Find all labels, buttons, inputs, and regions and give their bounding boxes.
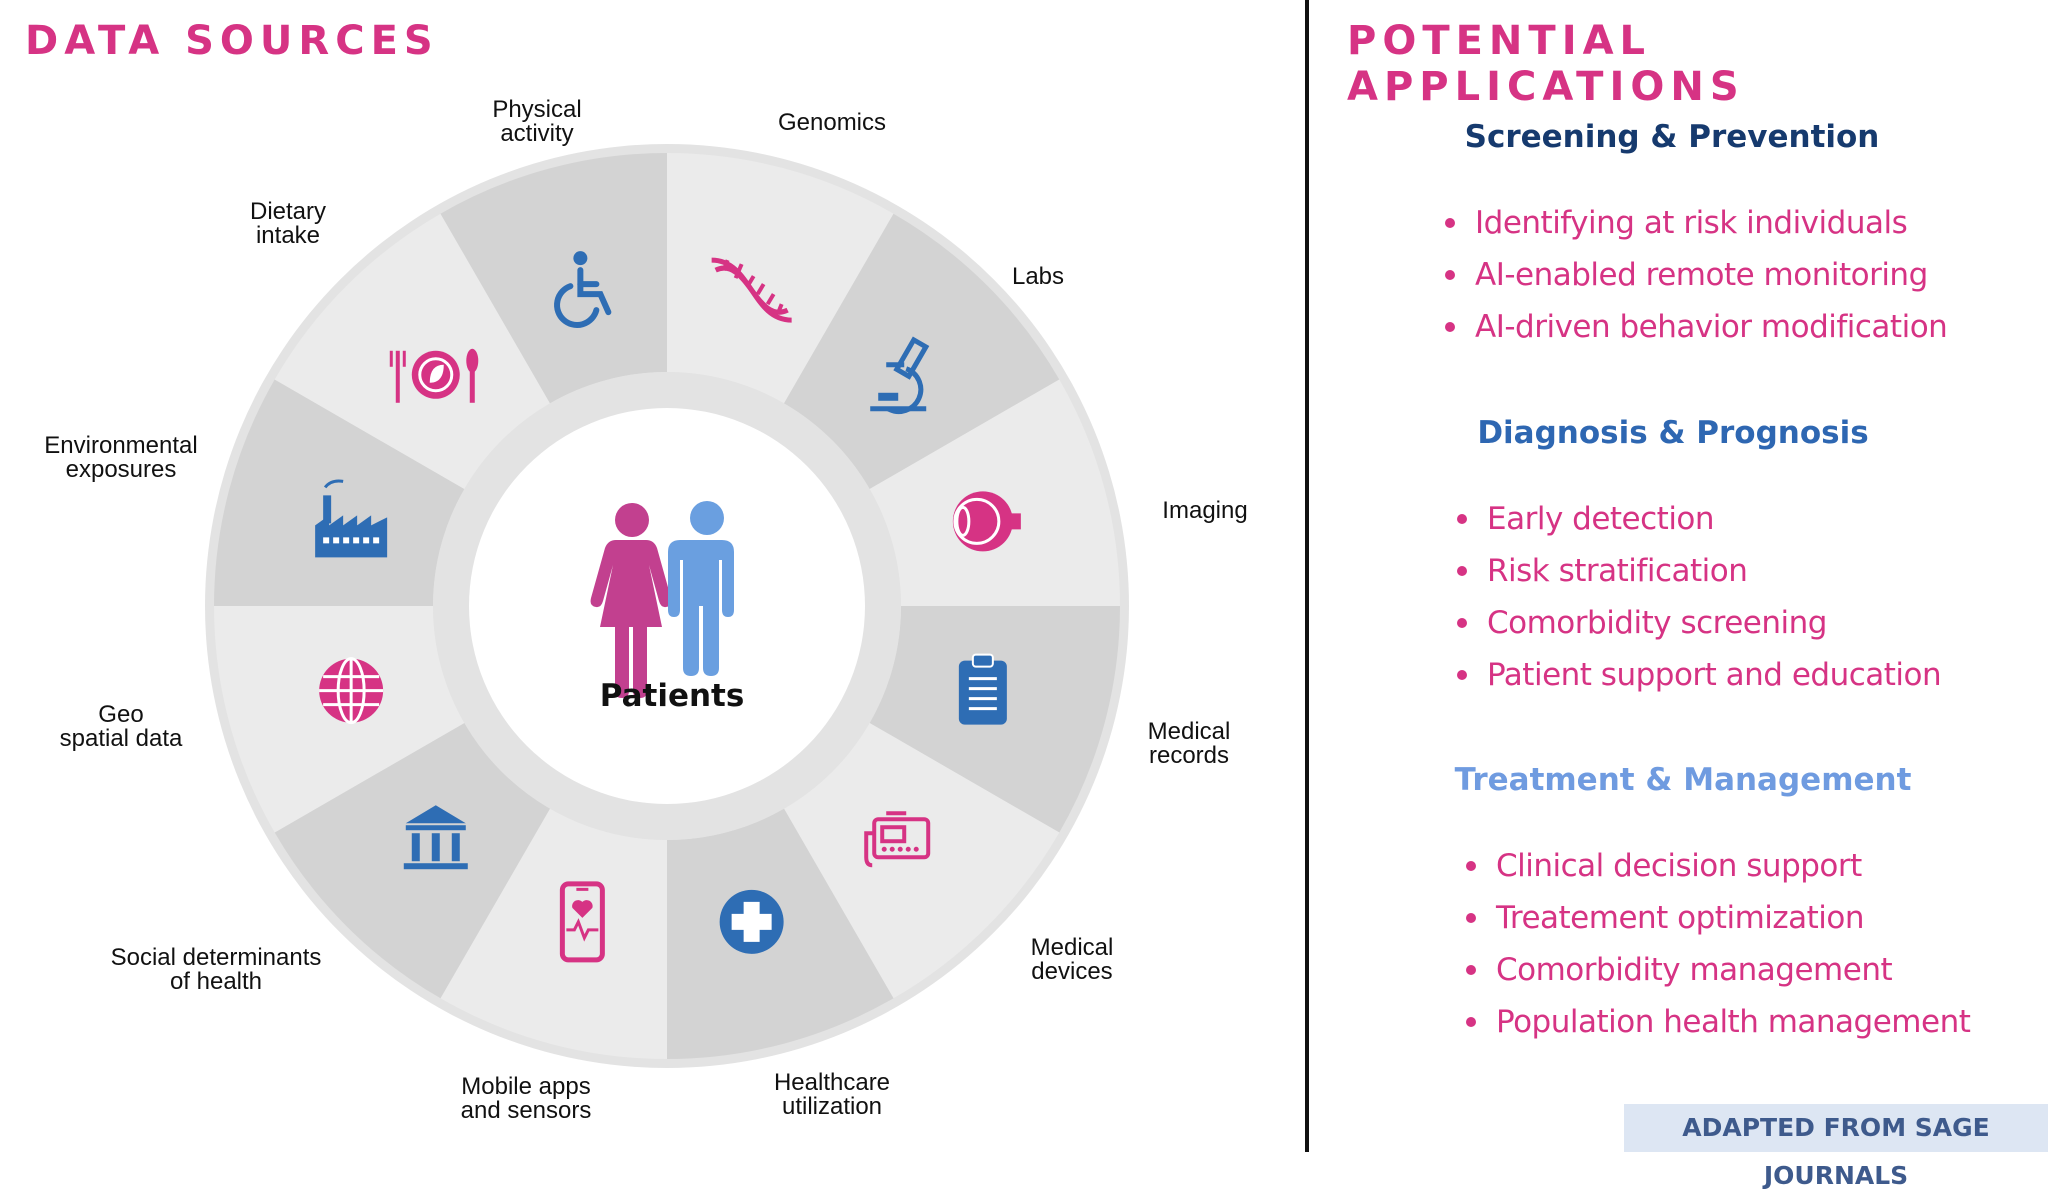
list-item-text: Identifying at risk individuals	[1475, 205, 1908, 241]
microscope-icon	[870, 336, 930, 414]
patients-icon	[590, 501, 734, 698]
list-item-text: Early detection	[1487, 501, 1715, 537]
eye-icon	[952, 491, 1021, 552]
list-item: Comorbidity screening	[1455, 597, 1941, 649]
list-item-text: Population health management	[1496, 1004, 1971, 1040]
list-item: Early detection	[1455, 493, 1941, 545]
source-label: Genomics	[777, 109, 887, 136]
list-item: Risk stratification	[1455, 545, 1941, 597]
list-item: Identifying at risk individuals	[1443, 197, 1947, 249]
data-sources-title: DATA SOURCES	[25, 18, 439, 64]
list-item-text: Comorbidity management	[1496, 952, 1893, 988]
potential-applications-title: POTENTIAL APPLICATIONS	[1347, 18, 1745, 110]
segment-7	[440, 808, 667, 1059]
list-item-text: AI-enabled remote monitoring	[1475, 257, 1928, 293]
list-item: Clinical decision support	[1464, 840, 1970, 892]
bullet-icon	[1466, 1017, 1476, 1027]
list-item-text: Risk stratification	[1487, 553, 1748, 589]
source-label: Labs	[1011, 263, 1065, 290]
heading-treatment-management: Treatment & Management	[1454, 762, 1912, 798]
source-label: Physical activity	[492, 96, 582, 147]
globe-icon	[319, 657, 384, 725]
list-item-text: Patient support and education	[1487, 657, 1942, 693]
bullet-icon	[1445, 218, 1455, 228]
segment-5	[784, 723, 1060, 999]
source-label: Environmental exposures	[44, 432, 198, 483]
data-sources-wheel	[205, 144, 1129, 1068]
segment-11	[274, 213, 550, 489]
list-item: Comorbidity management	[1464, 944, 1970, 996]
list-item: Patient support and education	[1455, 649, 1942, 701]
center-label-patients: Patients	[599, 678, 745, 714]
source-label: Imaging	[1162, 497, 1248, 524]
bullet-icon	[1445, 322, 1455, 332]
segment-12	[440, 153, 667, 404]
list-item: Treatement optimization	[1464, 892, 1970, 944]
plate-cutlery-icon	[389, 348, 479, 403]
column-divider	[1305, 0, 1309, 1152]
bullet-icon	[1457, 514, 1467, 524]
heading-diagnosis-prognosis: Diagnosis & Prognosis	[1477, 415, 1869, 451]
source-label: Healthcare utilization	[773, 1069, 891, 1120]
segment-3	[869, 379, 1120, 606]
medical-cross-icon	[719, 889, 784, 954]
source-label: Mobile apps and sensors	[460, 1073, 592, 1124]
list-item: AI-driven behavior modification	[1443, 301, 1948, 353]
institution-icon	[403, 805, 468, 870]
bullet-icon	[1457, 670, 1467, 680]
bullet-icon	[1466, 965, 1476, 975]
attribution-badge: ADAPTED FROM SAGE JOURNALS	[1624, 1104, 2048, 1190]
source-label: Geo spatial data	[59, 701, 183, 752]
treatment-management-list: Clinical decision support Treatement opt…	[1464, 840, 1971, 1048]
bullet-icon	[1457, 566, 1467, 576]
factory-icon	[315, 479, 388, 558]
bullet-icon	[1445, 270, 1455, 280]
list-item: Population health management	[1464, 996, 1971, 1048]
source-label: Social determinants of health	[110, 944, 322, 995]
heading-screening-prevention: Screening & Prevention	[1464, 119, 1880, 155]
source-label: Medical devices	[1030, 934, 1114, 985]
segment-1	[667, 153, 894, 404]
list-item: AI-enabled remote monitoring	[1443, 249, 1947, 301]
list-item-text: Clinical decision support	[1496, 848, 1862, 884]
list-item-text: AI-driven behavior modification	[1475, 309, 1948, 345]
bullet-icon	[1457, 618, 1467, 628]
list-item-text: Comorbidity screening	[1487, 605, 1827, 641]
screening-prevention-list: Identifying at risk individuals AI-enabl…	[1443, 197, 1948, 353]
bullet-icon	[1466, 913, 1476, 923]
source-label: Dietary intake	[249, 198, 327, 249]
diagnosis-prognosis-list: Early detection Risk stratification Como…	[1455, 493, 1942, 701]
segment-10	[214, 379, 465, 606]
wheelchair-icon	[554, 251, 612, 328]
dna-icon	[711, 257, 792, 323]
clipboard-icon	[958, 653, 1007, 725]
source-label: Medical records	[1147, 718, 1231, 769]
smartphone-heart-icon	[559, 881, 605, 963]
bullet-icon	[1466, 861, 1476, 871]
list-item-text: Treatement optimization	[1496, 900, 1865, 936]
medical-device-icon	[864, 811, 931, 868]
